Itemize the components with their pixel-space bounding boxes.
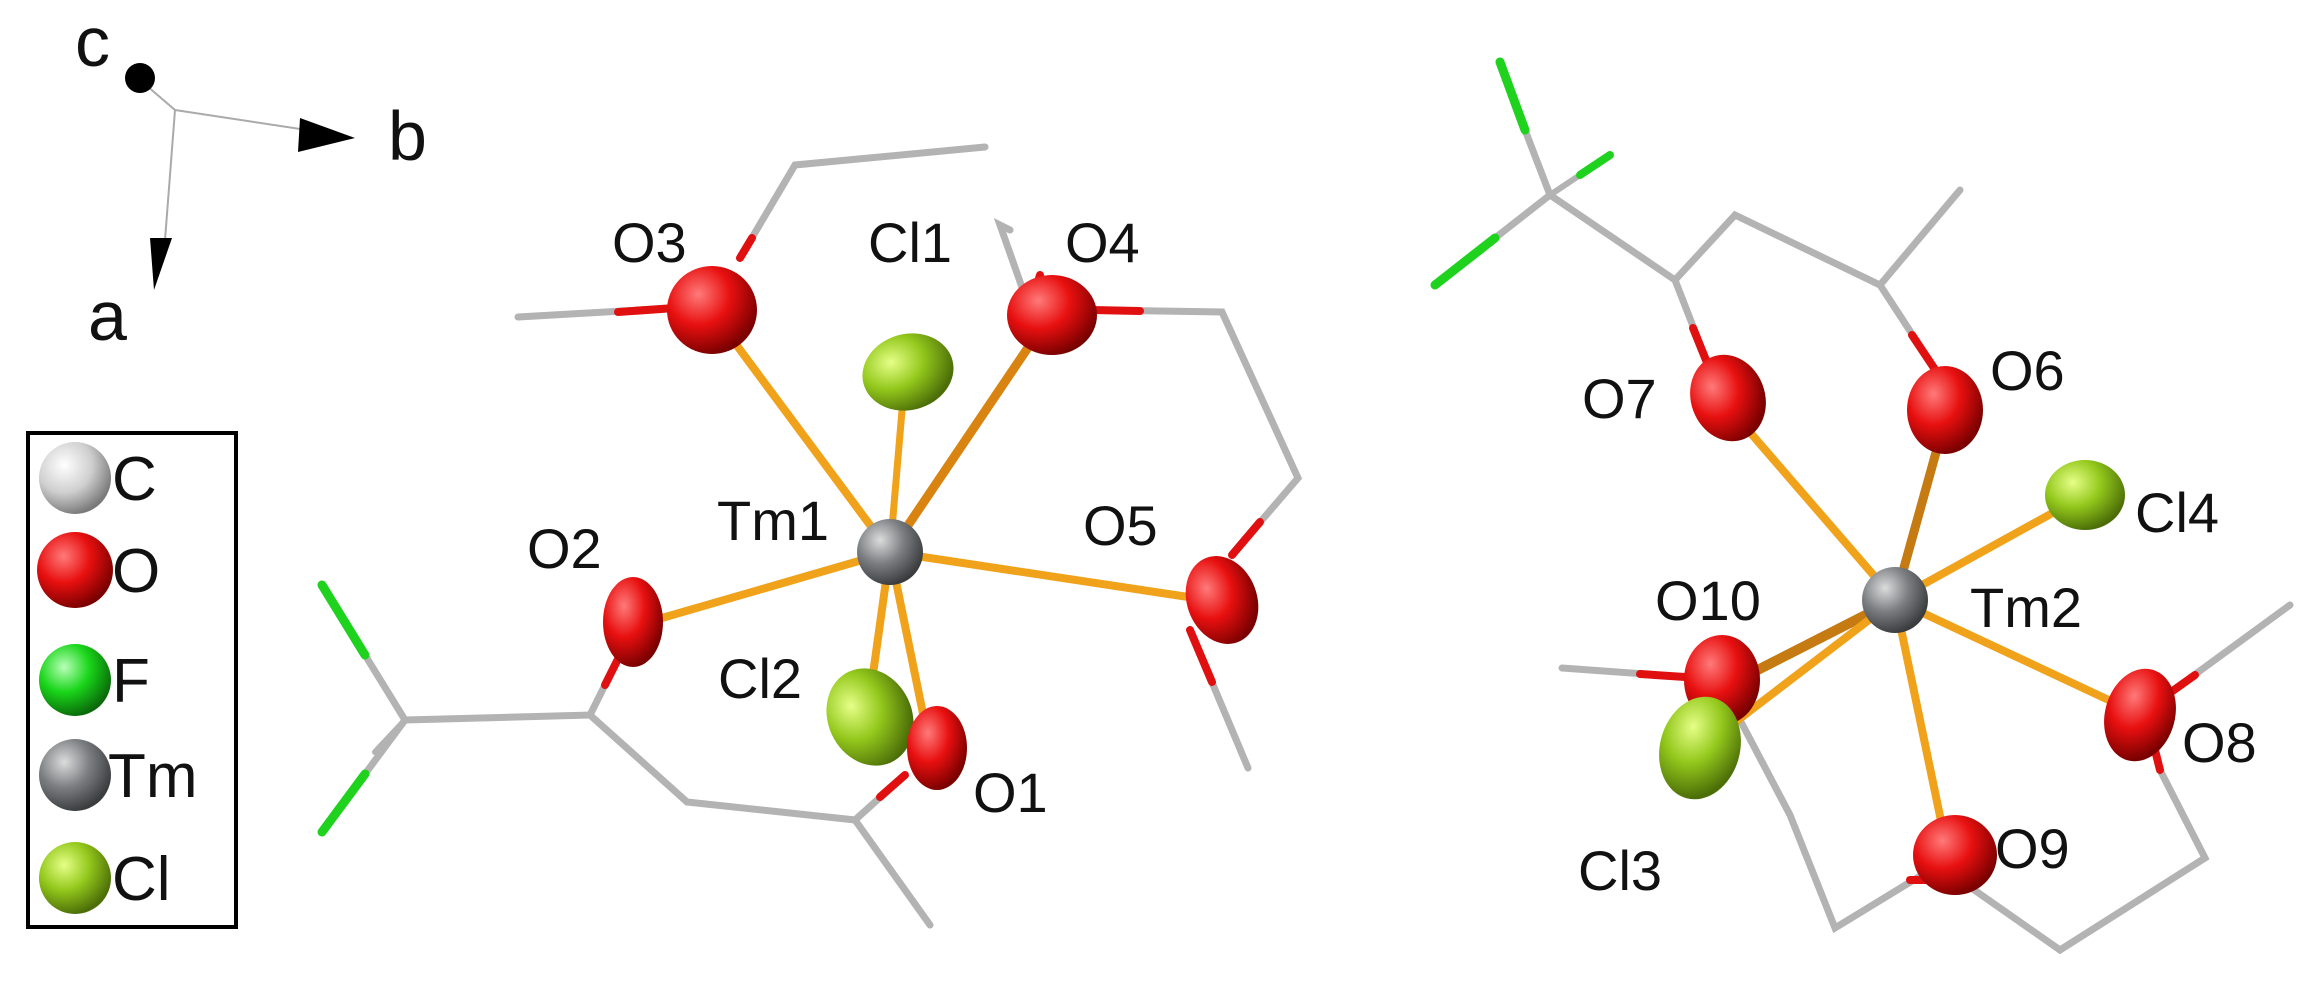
legend-item-Cl: Cl — [39, 842, 171, 914]
m1-atom-tm1 — [857, 519, 923, 585]
m2-cf3-f3 — [1576, 151, 1614, 179]
m1-label-o1: O1 — [973, 761, 1048, 824]
axis-a-arrowhead — [150, 238, 172, 290]
legend-label-O: O — [112, 537, 160, 606]
m2-label-o8: O8 — [2182, 711, 2257, 774]
m1-atom-o4 — [1007, 275, 1097, 355]
m2-bond-tm2-cl3 — [1721, 596, 1899, 734]
axis-label-a: a — [88, 277, 127, 355]
axis-b-line — [174, 109, 321, 133]
m2-atom-o8 — [2104, 668, 2176, 762]
m1-bond-tm1-o5 — [886, 548, 1199, 602]
m1-o1-c-red — [876, 771, 909, 801]
legend-swatch-O — [37, 532, 113, 608]
m2-label-cl3: Cl3 — [1578, 839, 1662, 902]
legend-label-C: C — [112, 445, 157, 514]
molecule-1: O3 Cl1 O4 Tm1 O2 O5 Cl2 O1 — [317, 143, 1303, 929]
axis-b-arrowhead — [298, 118, 355, 152]
atom-legend: C O F Tm Cl — [26, 431, 238, 929]
legend-swatch-Cl — [39, 842, 111, 914]
m1-atom-cl2 — [826, 668, 914, 766]
m1-cf3 — [317, 580, 409, 837]
axis-c-dot — [125, 63, 155, 93]
m2-atom-cl3 — [1659, 696, 1741, 800]
legend-label-Cl: Cl — [112, 845, 171, 914]
m1-acac-chain — [401, 711, 934, 929]
legend-label-Tm: Tm — [108, 742, 198, 811]
legend-item-O: O — [37, 532, 160, 608]
m1-o5-methyl-red — [1186, 626, 1216, 686]
m1-label-o3: O3 — [612, 211, 687, 274]
m2-label-tm2: Tm2 — [1970, 576, 2082, 639]
legend-item-F: F — [39, 644, 150, 716]
m1-atom-o1 — [907, 706, 967, 790]
m1-o3-methyl-red — [614, 304, 679, 316]
axis-a-line — [164, 109, 176, 241]
m1-atom-o3 — [667, 266, 757, 354]
m1-label-o5: O5 — [1083, 494, 1158, 557]
m1-c-o4-chain — [993, 217, 1034, 314]
axis-label-c: c — [75, 3, 110, 81]
m1-crown-top-chain — [736, 143, 989, 262]
m1-o4-red — [1088, 306, 1144, 315]
axis-triad: c b a — [75, 3, 427, 355]
m2-crown-chain-left — [1736, 716, 1934, 934]
legend-label-F: F — [112, 647, 150, 716]
m1-cf3-bond-3 — [372, 717, 408, 755]
m1-c-o3 — [736, 234, 756, 262]
m2-acac-chain — [1546, 186, 1964, 290]
m2-cf3 — [1430, 57, 1614, 290]
m1-o4-chain-right — [1088, 306, 1303, 559]
m1-cf3-f2 — [317, 769, 370, 837]
m2-label-o10: O10 — [1655, 569, 1761, 632]
m1-bond-tm1-o3 — [708, 308, 894, 556]
m2-crown-chain-right — [1956, 766, 2210, 955]
m1-label-cl2: Cl2 — [718, 647, 802, 710]
m2-label-o7: O7 — [1582, 367, 1657, 430]
legend-swatch-F — [39, 644, 111, 716]
molecule-2: O7 O6 Cl4 O10 Tm2 O8 Cl3 O9 — [1430, 57, 2294, 955]
m2-atom-o7 — [1690, 354, 1766, 442]
legend-item-Tm: Tm — [39, 739, 198, 811]
m2-cf3-f2 — [1430, 233, 1500, 290]
m2-atom-tm2 — [1862, 567, 1928, 633]
m1-label-cl1: Cl1 — [868, 211, 952, 274]
m2-cf3-f1 — [1495, 57, 1530, 135]
m1-bond-tm1-o4 — [885, 310, 1055, 557]
m2-label-o6: O6 — [1990, 339, 2065, 402]
m2-bond-tm2-o7 — [1731, 411, 1899, 604]
m2-bond-tm2-o8 — [1891, 596, 2134, 714]
m1-o5-red — [1228, 518, 1264, 559]
m1-cf3-f1 — [317, 580, 370, 660]
m1-bond-tm1-o2 — [651, 548, 894, 624]
m2-bond-tm2-o9 — [1891, 596, 1949, 844]
legend-swatch-Tm — [39, 739, 111, 811]
m1-atom-cl1 — [862, 333, 954, 411]
m2-label-o9: O9 — [1995, 817, 2070, 880]
m1-label-o2: O2 — [527, 517, 602, 580]
m2-atom-cl4 — [2045, 460, 2125, 530]
m1-label-o4: O4 — [1065, 211, 1140, 274]
legend-item-C: C — [39, 442, 157, 514]
axis-label-b: b — [388, 97, 427, 175]
m2-atom-o9 — [1913, 815, 1997, 895]
m1-atom-o2 — [603, 577, 663, 667]
m2-carbon-bonds — [1546, 186, 2294, 955]
m1-atom-o5 — [1185, 556, 1259, 644]
m2-atom-o6 — [1907, 366, 1983, 454]
m1-label-tm1: Tm1 — [717, 489, 829, 552]
legend-swatch-C — [39, 442, 111, 514]
m2-label-cl4: Cl4 — [2135, 481, 2219, 544]
